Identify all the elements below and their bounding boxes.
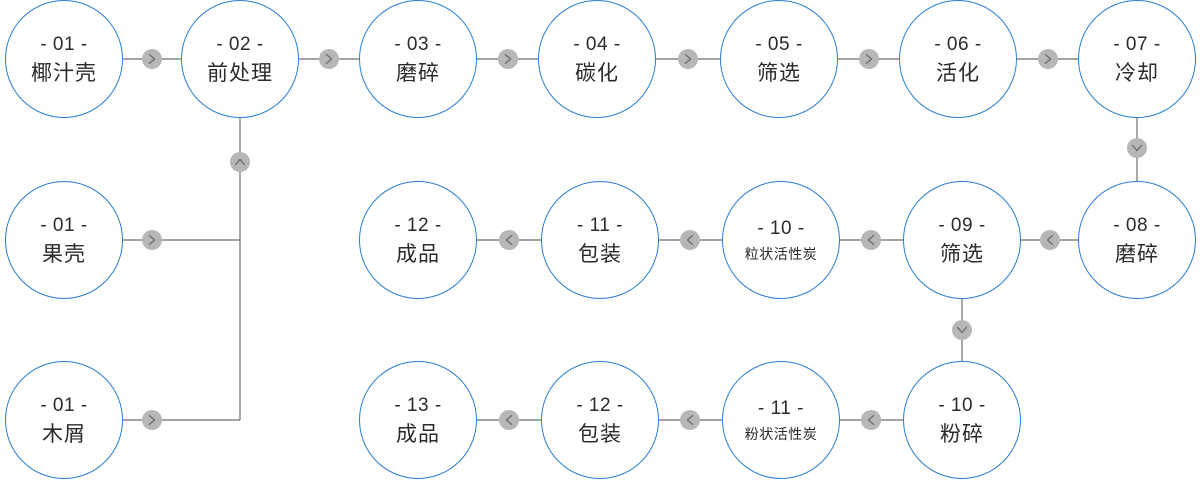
node-label: 冷却 xyxy=(1115,61,1159,85)
node-label: 磨碎 xyxy=(1115,242,1159,266)
arrow-12b-to-13-icon xyxy=(499,410,519,430)
flow-node-n01b[interactable]: - 01 - 果壳 xyxy=(5,181,123,299)
node-label: 磨碎 xyxy=(396,61,440,85)
arrow-01a-to-02-icon xyxy=(142,49,162,69)
node-label: 椰汁壳 xyxy=(31,61,97,85)
node-label: 包装 xyxy=(578,242,622,266)
flow-node-n13[interactable]: - 13 - 成品 xyxy=(359,361,477,479)
node-code: - 09 - xyxy=(938,214,986,236)
flow-node-n05[interactable]: - 05 - 筛选 xyxy=(720,0,838,118)
flow-node-n01c[interactable]: - 01 - 木屑 xyxy=(5,361,123,479)
flow-node-n10b[interactable]: - 10 - 粉碎 xyxy=(903,361,1021,479)
arrow-09-to-10a-icon xyxy=(861,230,881,250)
node-code: - 11 - xyxy=(758,398,804,419)
node-code: - 12 - xyxy=(394,214,442,236)
node-code: - 08 - xyxy=(1113,214,1161,236)
arrow-10a-to-11a-icon xyxy=(680,230,700,250)
node-code: - 13 - xyxy=(394,394,442,416)
flow-node-n11b[interactable]: - 11 - 粉状活性炭 xyxy=(722,361,840,479)
arrow-03-to-04-icon xyxy=(498,49,518,69)
flow-node-n02[interactable]: - 02 - 前处理 xyxy=(181,0,299,118)
node-code: - 07 - xyxy=(1113,33,1161,55)
flow-node-n01a[interactable]: - 01 - 椰汁壳 xyxy=(5,0,123,118)
flow-node-n03[interactable]: - 03 - 磨碎 xyxy=(359,0,477,118)
node-label: 果壳 xyxy=(42,242,86,266)
node-code: - 01 - xyxy=(40,33,88,55)
node-code: - 10 - xyxy=(757,218,805,239)
flow-node-n10a[interactable]: - 10 - 粒状活性炭 xyxy=(722,181,840,299)
arrow-02-to-03-icon xyxy=(319,49,339,69)
node-label: 碳化 xyxy=(575,61,619,85)
flow-node-n12a[interactable]: - 12 - 成品 xyxy=(359,181,477,299)
flow-node-n07[interactable]: - 07 - 冷却 xyxy=(1078,0,1196,118)
arrow-10b-to-11b-icon xyxy=(861,410,881,430)
node-code: - 02 - xyxy=(216,33,264,55)
arrow-07-to-08-icon xyxy=(1127,138,1147,158)
node-code: - 11 - xyxy=(577,214,623,236)
node-label: 筛选 xyxy=(940,242,984,266)
arrow-11b-to-12b-icon xyxy=(680,410,700,430)
node-label: 粉状活性炭 xyxy=(744,426,818,442)
node-code: - 05 - xyxy=(755,33,803,55)
node-label: 前处理 xyxy=(207,61,273,85)
node-label: 成品 xyxy=(396,422,440,446)
node-label: 筛选 xyxy=(757,61,801,85)
arrow-merge-to-02-icon xyxy=(230,152,250,172)
node-code: - 03 - xyxy=(394,33,442,55)
flow-node-n12b[interactable]: - 12 - 包装 xyxy=(541,361,659,479)
arrow-01c-to-merge-icon xyxy=(142,410,162,430)
node-label: 粒状活性炭 xyxy=(744,246,818,262)
arrow-04-to-05-icon xyxy=(678,49,698,69)
node-code: - 01 - xyxy=(40,394,88,416)
node-label: 包装 xyxy=(578,422,622,446)
arrow-11a-to-12a-icon xyxy=(499,230,519,250)
arrow-06-to-07-icon xyxy=(1038,49,1058,69)
node-code: - 04 - xyxy=(573,33,621,55)
arrow-01b-to-merge-icon xyxy=(142,230,162,250)
flow-node-n08[interactable]: - 08 - 磨碎 xyxy=(1078,181,1196,299)
node-code: - 06 - xyxy=(934,33,982,55)
node-code: - 01 - xyxy=(40,214,88,236)
node-code: - 10 - xyxy=(938,394,986,416)
flow-node-n09[interactable]: - 09 - 筛选 xyxy=(903,181,1021,299)
arrow-05-to-06-icon xyxy=(859,49,879,69)
arrow-08-to-09-icon xyxy=(1040,230,1060,250)
node-label: 成品 xyxy=(396,242,440,266)
node-label: 粉碎 xyxy=(940,422,984,446)
node-label: 活化 xyxy=(936,61,980,85)
node-label: 木屑 xyxy=(42,422,86,446)
flow-node-n04[interactable]: - 04 - 碳化 xyxy=(538,0,656,118)
flow-node-n11a[interactable]: - 11 - 包装 xyxy=(541,181,659,299)
arrow-09-to-10b-icon xyxy=(952,320,972,340)
flow-node-n06[interactable]: - 06 - 活化 xyxy=(899,0,1017,118)
node-code: - 12 - xyxy=(576,394,624,416)
